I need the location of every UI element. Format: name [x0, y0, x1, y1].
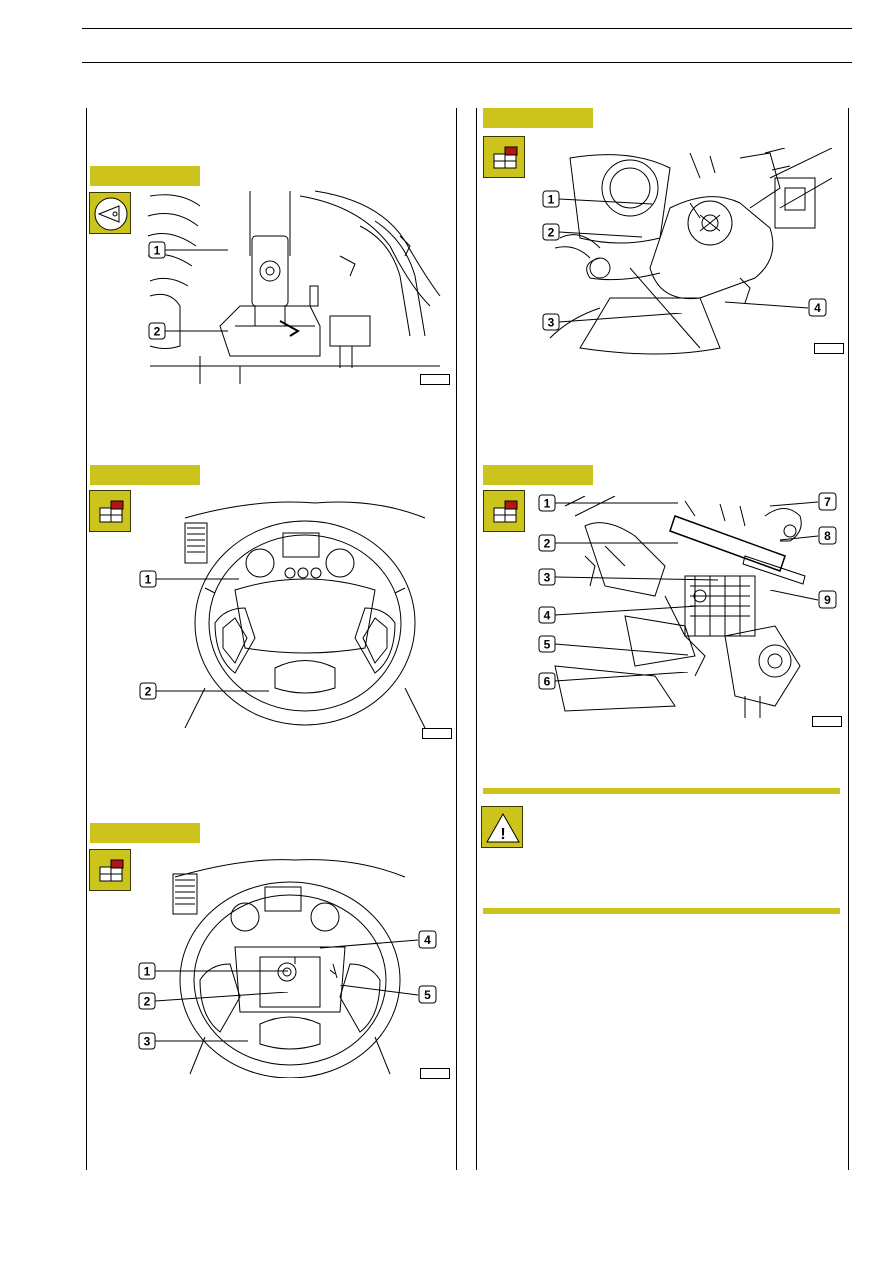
callout-1: 1 — [538, 494, 678, 512]
svg-text:5: 5 — [424, 988, 431, 1002]
figure-reference-box — [812, 716, 842, 727]
callout-4: 4 — [725, 298, 828, 318]
svg-text:2: 2 — [544, 537, 551, 551]
warning-top-bar — [483, 788, 840, 794]
callout-1: 1 — [139, 570, 239, 588]
svg-text:1: 1 — [154, 244, 161, 258]
header-rule-top — [82, 28, 852, 29]
svg-text:6: 6 — [544, 675, 551, 689]
figure-reference-box — [420, 374, 450, 385]
callout-9: 9 — [770, 590, 838, 610]
callout-2: 2 — [148, 322, 228, 340]
removal-diagram-icon — [89, 849, 131, 891]
header-rule-bottom — [82, 62, 852, 63]
svg-text:2: 2 — [154, 325, 161, 339]
warning-triangle-icon: ! — [481, 806, 523, 848]
left-column-rule — [86, 108, 87, 1170]
figure-steering-column-lower — [140, 186, 450, 384]
right-column-rule — [848, 108, 849, 1170]
callout-3: 3 — [542, 313, 682, 331]
figure-column-connectors — [545, 496, 810, 718]
svg-text:2: 2 — [548, 226, 555, 240]
svg-text:3: 3 — [544, 571, 551, 585]
callout-5: 5 — [538, 635, 688, 657]
svg-text:7: 7 — [824, 495, 831, 509]
callout-2: 2 — [138, 992, 288, 1010]
callout-2: 2 — [538, 534, 678, 552]
callout-4: 4 — [538, 606, 698, 624]
figure-reference-box — [814, 343, 844, 354]
callout-4: 4 — [320, 930, 438, 950]
figure-tab — [483, 108, 593, 128]
callout-1: 1 — [148, 241, 228, 259]
figure-steering-wheel-hub — [165, 852, 415, 1078]
callout-8: 8 — [780, 526, 838, 546]
svg-text:!: ! — [500, 826, 505, 843]
svg-text:5: 5 — [544, 638, 551, 652]
callout-3: 3 — [538, 568, 718, 586]
figure-tab — [90, 465, 200, 485]
svg-text:1: 1 — [145, 573, 152, 587]
svg-text:1: 1 — [548, 193, 555, 207]
callout-3: 3 — [138, 1032, 248, 1050]
figure-steering-wheel-airbag — [175, 498, 440, 728]
callout-7: 7 — [770, 492, 838, 512]
removal-diagram-icon — [89, 490, 131, 532]
svg-text:8: 8 — [824, 529, 831, 543]
center-rule-b — [476, 108, 477, 1170]
figure-reference-box — [420, 1068, 450, 1079]
svg-text:3: 3 — [548, 316, 555, 330]
callout-1: 1 — [138, 962, 288, 980]
svg-text:4: 4 — [424, 933, 431, 947]
warning-bottom-bar — [483, 908, 840, 914]
figure-tab — [483, 465, 593, 485]
removal-diagram-icon — [483, 136, 525, 178]
svg-text:3: 3 — [144, 1035, 151, 1049]
svg-text:2: 2 — [144, 995, 151, 1009]
removal-diagram-icon — [483, 490, 525, 532]
figure-column-switches — [540, 148, 832, 360]
svg-text:2: 2 — [145, 685, 152, 699]
callout-2: 2 — [542, 223, 642, 241]
callout-2: 2 — [139, 682, 269, 700]
callout-6: 6 — [538, 672, 688, 690]
figure-tab — [90, 166, 200, 186]
center-rule-a — [456, 108, 457, 1170]
svg-text:4: 4 — [544, 609, 551, 623]
svg-text:9: 9 — [824, 593, 831, 607]
svg-text:1: 1 — [144, 965, 151, 979]
view-eye-icon — [89, 192, 131, 234]
callout-5: 5 — [340, 985, 438, 1005]
svg-text:4: 4 — [814, 301, 821, 315]
svg-text:1: 1 — [544, 497, 551, 511]
figure-tab — [90, 823, 200, 843]
callout-1: 1 — [542, 190, 652, 208]
figure-reference-box — [422, 728, 452, 739]
